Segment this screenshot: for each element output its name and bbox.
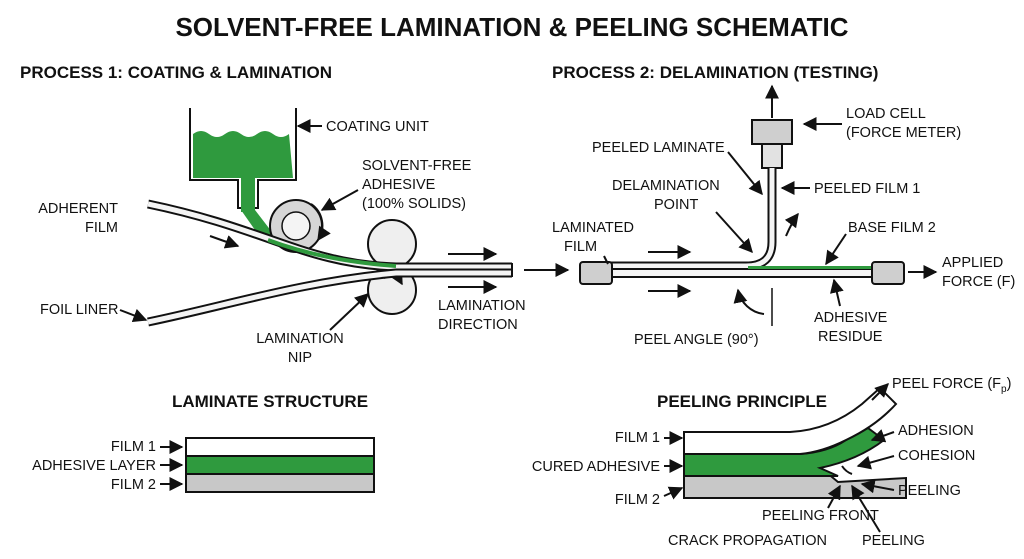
load-cell-label-line2: (FORCE METER) (846, 125, 961, 141)
adhesive-coat-line (267, 238, 397, 268)
pp-film-2-label: FILM 2 (615, 492, 660, 508)
base-film-2-label: BASE FILM 2 (848, 220, 936, 236)
load-cell-label-line1: LOAD CELL (846, 106, 926, 122)
film-2-label: FILM 2 (111, 477, 156, 493)
peeling-right-label: PEELING (898, 483, 961, 499)
film-2-layer (185, 473, 375, 493)
lamination-direction-label-line2: DIRECTION (438, 317, 518, 333)
applied-force-label-line1: APPLIED (942, 255, 1003, 271)
lamination-nip-label-line2: NIP (288, 350, 312, 366)
base-film-2-strip (597, 268, 887, 278)
pp-film-1-label: FILM 1 (615, 430, 660, 446)
laminate-structure-diagram: LAMINATE STRUCTURE FILM 1 ADHESIVE LAYER… (32, 392, 375, 493)
peel-angle-label: PEEL ANGLE (90°) (634, 332, 759, 348)
page-title: SOLVENT-FREE LAMINATION & PEELING SCHEMA… (175, 12, 848, 42)
adhesive-layer (185, 455, 375, 475)
adherent-film-label-line2: FILM (85, 220, 118, 236)
laminate-structure-heading: LAMINATE STRUCTURE (172, 392, 368, 411)
peeled-film-1-label: PEELED FILM 1 (814, 181, 920, 197)
adherent-film-label-line1: ADHERENT (38, 201, 118, 217)
peel-force-arrow (871, 383, 889, 401)
nip-roller-top (367, 219, 417, 269)
delamination-point-label-line1: DELAMINATION (612, 178, 720, 194)
peeling-principle-heading: PEELING PRINCIPLE (657, 392, 827, 411)
crack-tip (841, 465, 853, 475)
foil-liner-label: FOIL LINER (40, 302, 118, 318)
delamination-point-label-line2: POINT (654, 197, 698, 213)
coating-unit-label: COATING UNIT (326, 119, 429, 135)
pp-cured-adhesive-label: CURED ADHESIVE (532, 459, 660, 475)
peeling-front-label: PEELING FRONT (762, 508, 879, 524)
process-2-heading: PROCESS 2: DELAMINATION (TESTING) (552, 63, 878, 82)
laminated-film-label-line1: LAMINATED (552, 220, 634, 236)
left-clamp (579, 261, 613, 285)
peel-angle-arc (733, 288, 765, 315)
lamination-nip-label-line1: LAMINATION (256, 331, 344, 347)
load-cell-body (751, 119, 793, 145)
adhesive-layer-label: ADHESIVE LAYER (32, 458, 156, 474)
film-1-curved (683, 386, 898, 455)
lamination-direction-label-line1: LAMINATION (438, 298, 526, 314)
laminated-film-label-line2: FILM (564, 239, 597, 255)
load-cell-clamp (761, 143, 783, 169)
coating-unit-hopper (189, 108, 297, 240)
process-1-heading: PROCESS 1: COATING & LAMINATION (20, 63, 332, 82)
cohesion-label: COHESION (898, 448, 975, 464)
film-1-label: FILM 1 (111, 439, 156, 455)
process-1-diagram: PROCESS 1: COATING & LAMINATION (20, 63, 570, 366)
crack-propagation-label: CRACK PROPAGATION (668, 533, 827, 549)
web-direction-arrow (209, 235, 240, 249)
right-clamp (871, 261, 905, 285)
adhesive-residue-label-line2: RESIDUE (818, 329, 883, 345)
adhesion-label: ADHESION (898, 423, 974, 439)
peeled-laminate-label: PEELED LAMINATE (592, 140, 725, 156)
adhesive-residue-label-line1: ADHESIVE (814, 310, 888, 326)
peel-force-label: PEEL FORCE (Fp) (892, 376, 1011, 395)
applied-force-label-line2: FORCE (F) (942, 274, 1015, 290)
peel-direction-arrow (784, 212, 799, 237)
process-2-diagram: PROCESS 2: DELAMINATION (TESTING) LOAD C… (552, 63, 1015, 348)
film-1-layer (185, 437, 375, 457)
peeling-principle-diagram: PEELING PRINCIPLE PEEL FORCE (Fp) FILM 1… (532, 376, 1012, 549)
adhesive-residue-layer (748, 266, 880, 269)
peeling-bottom-label: PEELING (862, 533, 925, 549)
adhesive-label-line1: SOLVENT-FREE (362, 158, 472, 174)
adhesive-label-line2: ADHESIVE (362, 177, 436, 193)
adhesive-label-line3: (100% SOLIDS) (362, 196, 466, 212)
